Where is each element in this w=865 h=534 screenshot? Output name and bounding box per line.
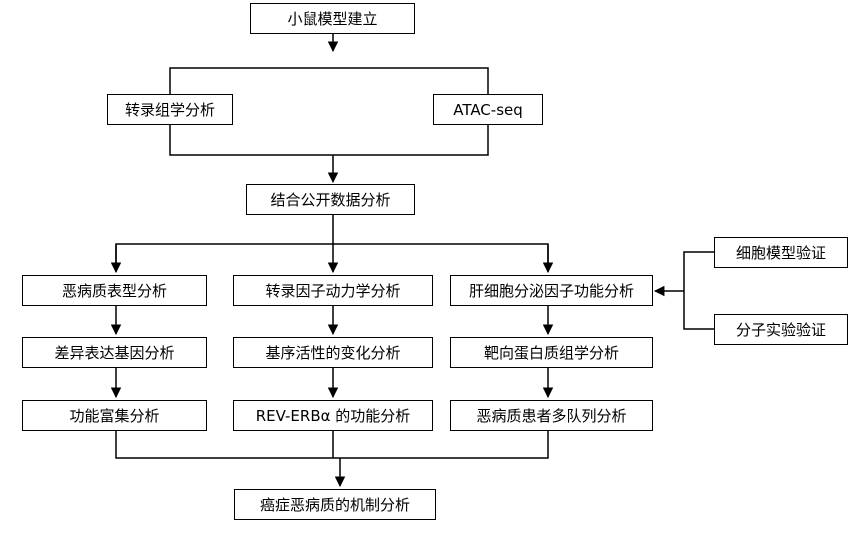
connector-validation-bracket — [683, 251, 714, 330]
connector-three-way — [115, 243, 549, 270]
node-phenotype: 恶病质表型分析 — [22, 275, 207, 306]
node-cell-validation: 细胞模型验证 — [714, 237, 848, 268]
node-transcriptome: 转录组学分析 — [107, 94, 233, 125]
connector-split-to-branches — [169, 67, 489, 94]
node-mouse-model: 小鼠模型建立 — [250, 3, 415, 34]
node-secreted-factor: 肝细胞分泌因子功能分析 — [450, 275, 653, 306]
node-molecular-validation: 分子实验验证 — [714, 314, 848, 345]
node-cohort: 恶病质患者多队列分析 — [450, 400, 653, 431]
node-mechanism: 癌症恶病质的机制分析 — [234, 489, 436, 520]
node-tf-dynamics: 转录因子动力学分析 — [233, 275, 433, 306]
node-rev-erb: REV-ERBα 的功能分析 — [233, 400, 433, 431]
node-public-data: 结合公开数据分析 — [246, 184, 415, 215]
node-enrichment: 功能富集分析 — [22, 400, 207, 431]
node-atac-seq: ATAC-seq — [433, 94, 543, 125]
node-deg: 差异表达基因分析 — [22, 337, 207, 368]
connector-bottom-merge — [115, 431, 549, 459]
node-motif-activity: 基序活性的变化分析 — [233, 337, 433, 368]
node-target-proteomics: 靶向蛋白质组学分析 — [450, 337, 653, 368]
connector-branches-merge — [169, 125, 489, 156]
